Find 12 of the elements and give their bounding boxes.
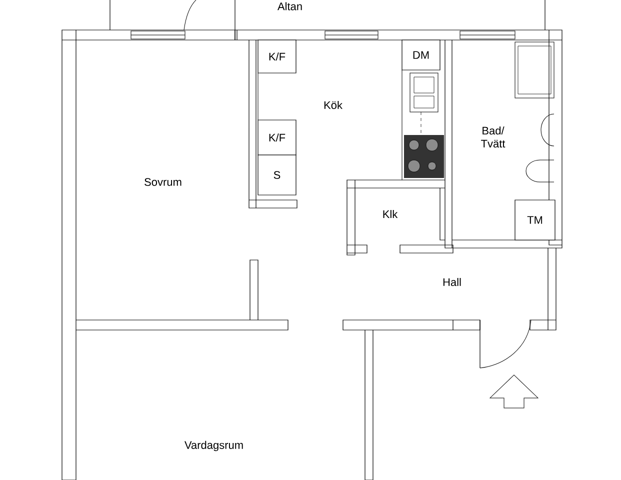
room-label: Bad/ Tvätt [481,126,506,148]
appliance-box: K/F [258,40,296,74]
room-label: Kök [324,100,342,110]
room-label: Sovrum [144,178,182,186]
appliance-box: K/F [258,120,296,156]
room-label: Altan [277,2,302,10]
appliance-box: DM [402,40,440,70]
room-label: Hall [443,278,461,286]
appliance-box: TM [514,200,556,240]
room-label: Vardagsrum [184,440,243,452]
appliance-box: S [258,154,296,196]
room-label: Klk [383,210,398,218]
